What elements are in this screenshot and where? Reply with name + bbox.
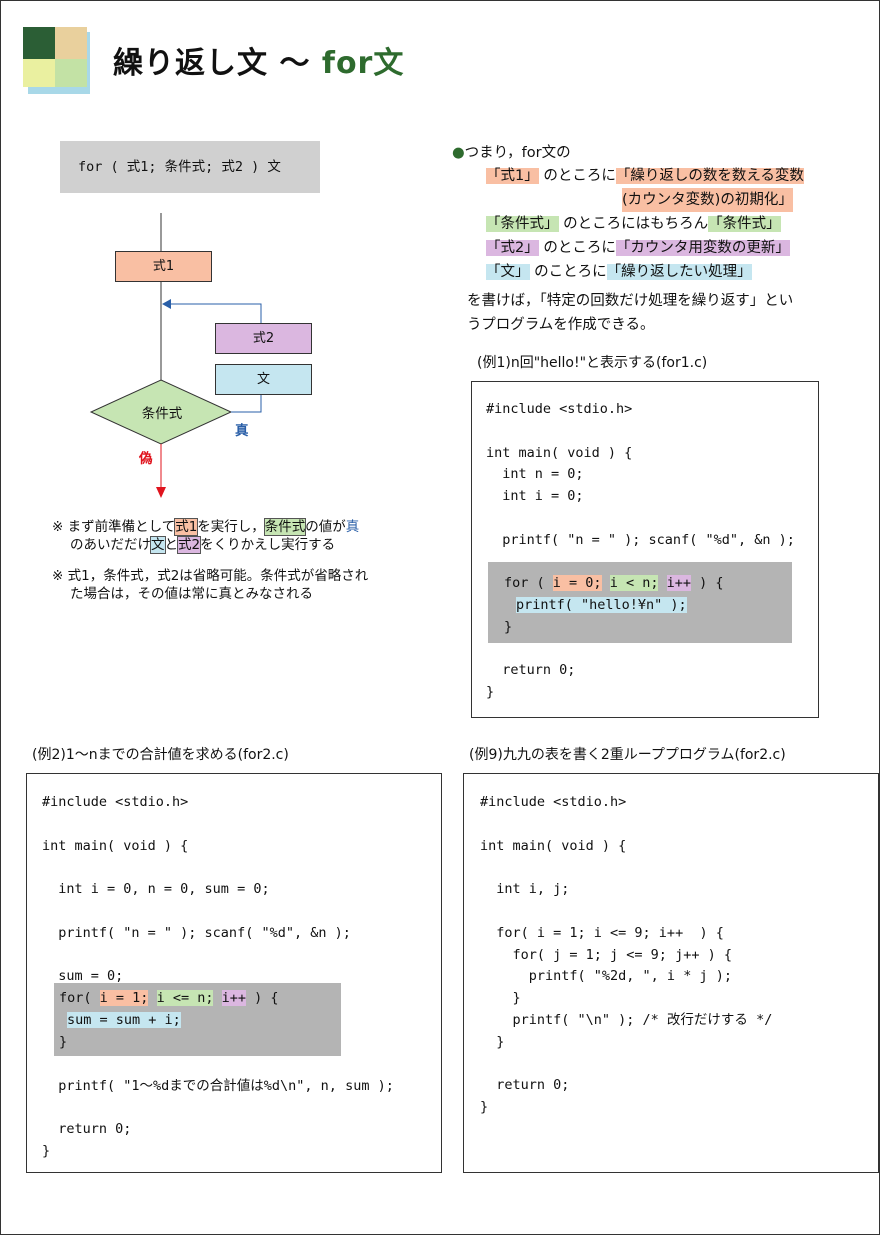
summary-row-1: 「式1」 のところに「繰り返しの数を数える変数 bbox=[486, 168, 804, 184]
ex2-code-box: #include <stdio.h>​int main( void ) {​ i… bbox=[26, 773, 442, 1173]
ex2-for-body: sum = sum + i; bbox=[67, 1012, 181, 1028]
ex1-for-line: for ( i = 0; i < n; i++ ) { bbox=[504, 575, 724, 591]
ex2-code-head: #include <stdio.h>​int main( void ) {​ i… bbox=[42, 794, 351, 985]
bullet-icon: ● bbox=[452, 145, 465, 161]
summary-row-1-cont: (カウンタ変数)の初期化」 bbox=[622, 188, 793, 212]
ex2-for-close: } bbox=[59, 1034, 68, 1050]
ex1-code-tail: return 0;} bbox=[486, 662, 576, 700]
ex2-for-line: for( i = 1; i <= n; i++ ) { bbox=[59, 990, 279, 1006]
summary-row-4: 「文」 のことろに「繰り返したい処理」 bbox=[486, 264, 752, 280]
summary-row-3: 「式2」 のところに「カウンタ用変数の更新」 bbox=[486, 240, 790, 256]
flow-expr2: 式2 bbox=[215, 323, 312, 354]
flow-cond-label: 条件式 bbox=[141, 406, 183, 422]
ex9-code-box: #include <stdio.h>​int main( void ) {​ i… bbox=[463, 773, 879, 1173]
ex9-code: #include <stdio.h>​int main( void ) {​ i… bbox=[480, 794, 773, 1116]
title-accent: for文 bbox=[321, 46, 405, 81]
loop-back-path bbox=[170, 303, 262, 324]
true-path bbox=[231, 395, 262, 413]
ex2-code-tail: ​ printf( "1〜%dまでの合計値は%d\n", n, sum );​ … bbox=[42, 1077, 394, 1160]
flow-stmt: 文 bbox=[215, 364, 312, 395]
flow-expr1: 式1 bbox=[115, 251, 212, 282]
note-1: ※ まず前準備として式1を実行し，条件式の値が真 のあいだだけ文と式2をくりかえ… bbox=[52, 518, 360, 554]
loop-arrow-head bbox=[162, 299, 171, 309]
ex1-code-head: #include <stdio.h>​int main( void ) { in… bbox=[486, 401, 795, 548]
flow-false-label: 偽 bbox=[139, 451, 153, 467]
summary-intro: ●つまり，for文の bbox=[452, 145, 571, 161]
page-title: 繰り返し文 〜 for文 bbox=[113, 38, 404, 82]
ex1-for-close: } bbox=[504, 619, 513, 635]
ex1-code-box: #include <stdio.h>​int main( void ) { in… bbox=[471, 381, 819, 718]
ex2-caption: (例2)1〜nまでの合計値を求める(for2.c) bbox=[32, 747, 289, 763]
summary-row-2: 「条件式」 のところにはもちろん「条件式」 bbox=[486, 216, 781, 232]
summary-conclusion-1: を書けば，「特定の回数だけ処理を繰り返す」とい bbox=[467, 293, 794, 309]
flowchart bbox=[89, 213, 262, 498]
ex1-for-body: printf( "hello!¥n" ); bbox=[516, 597, 687, 613]
flow-true-label: 真 bbox=[235, 423, 249, 439]
summary-conclusion-2: うプログラムを作成できる。 bbox=[467, 317, 655, 333]
ex1-caption: (例1)n回"hello!"と表示する(for1.c) bbox=[477, 355, 708, 371]
ex9-caption: (例9)九九の表を書く2重ループプログラム(for2.c) bbox=[469, 747, 786, 763]
note-2: ※ 式1，条件式，式2は省略可能。条件式が省略され た場合は，その値は常に真とみ… bbox=[52, 568, 369, 602]
false-arrow-head bbox=[156, 487, 166, 498]
title-main: 繰り返し文 〜 bbox=[113, 46, 322, 81]
syntax-box: for ( 式1; 条件式; 式2 ) 文 bbox=[60, 141, 320, 193]
